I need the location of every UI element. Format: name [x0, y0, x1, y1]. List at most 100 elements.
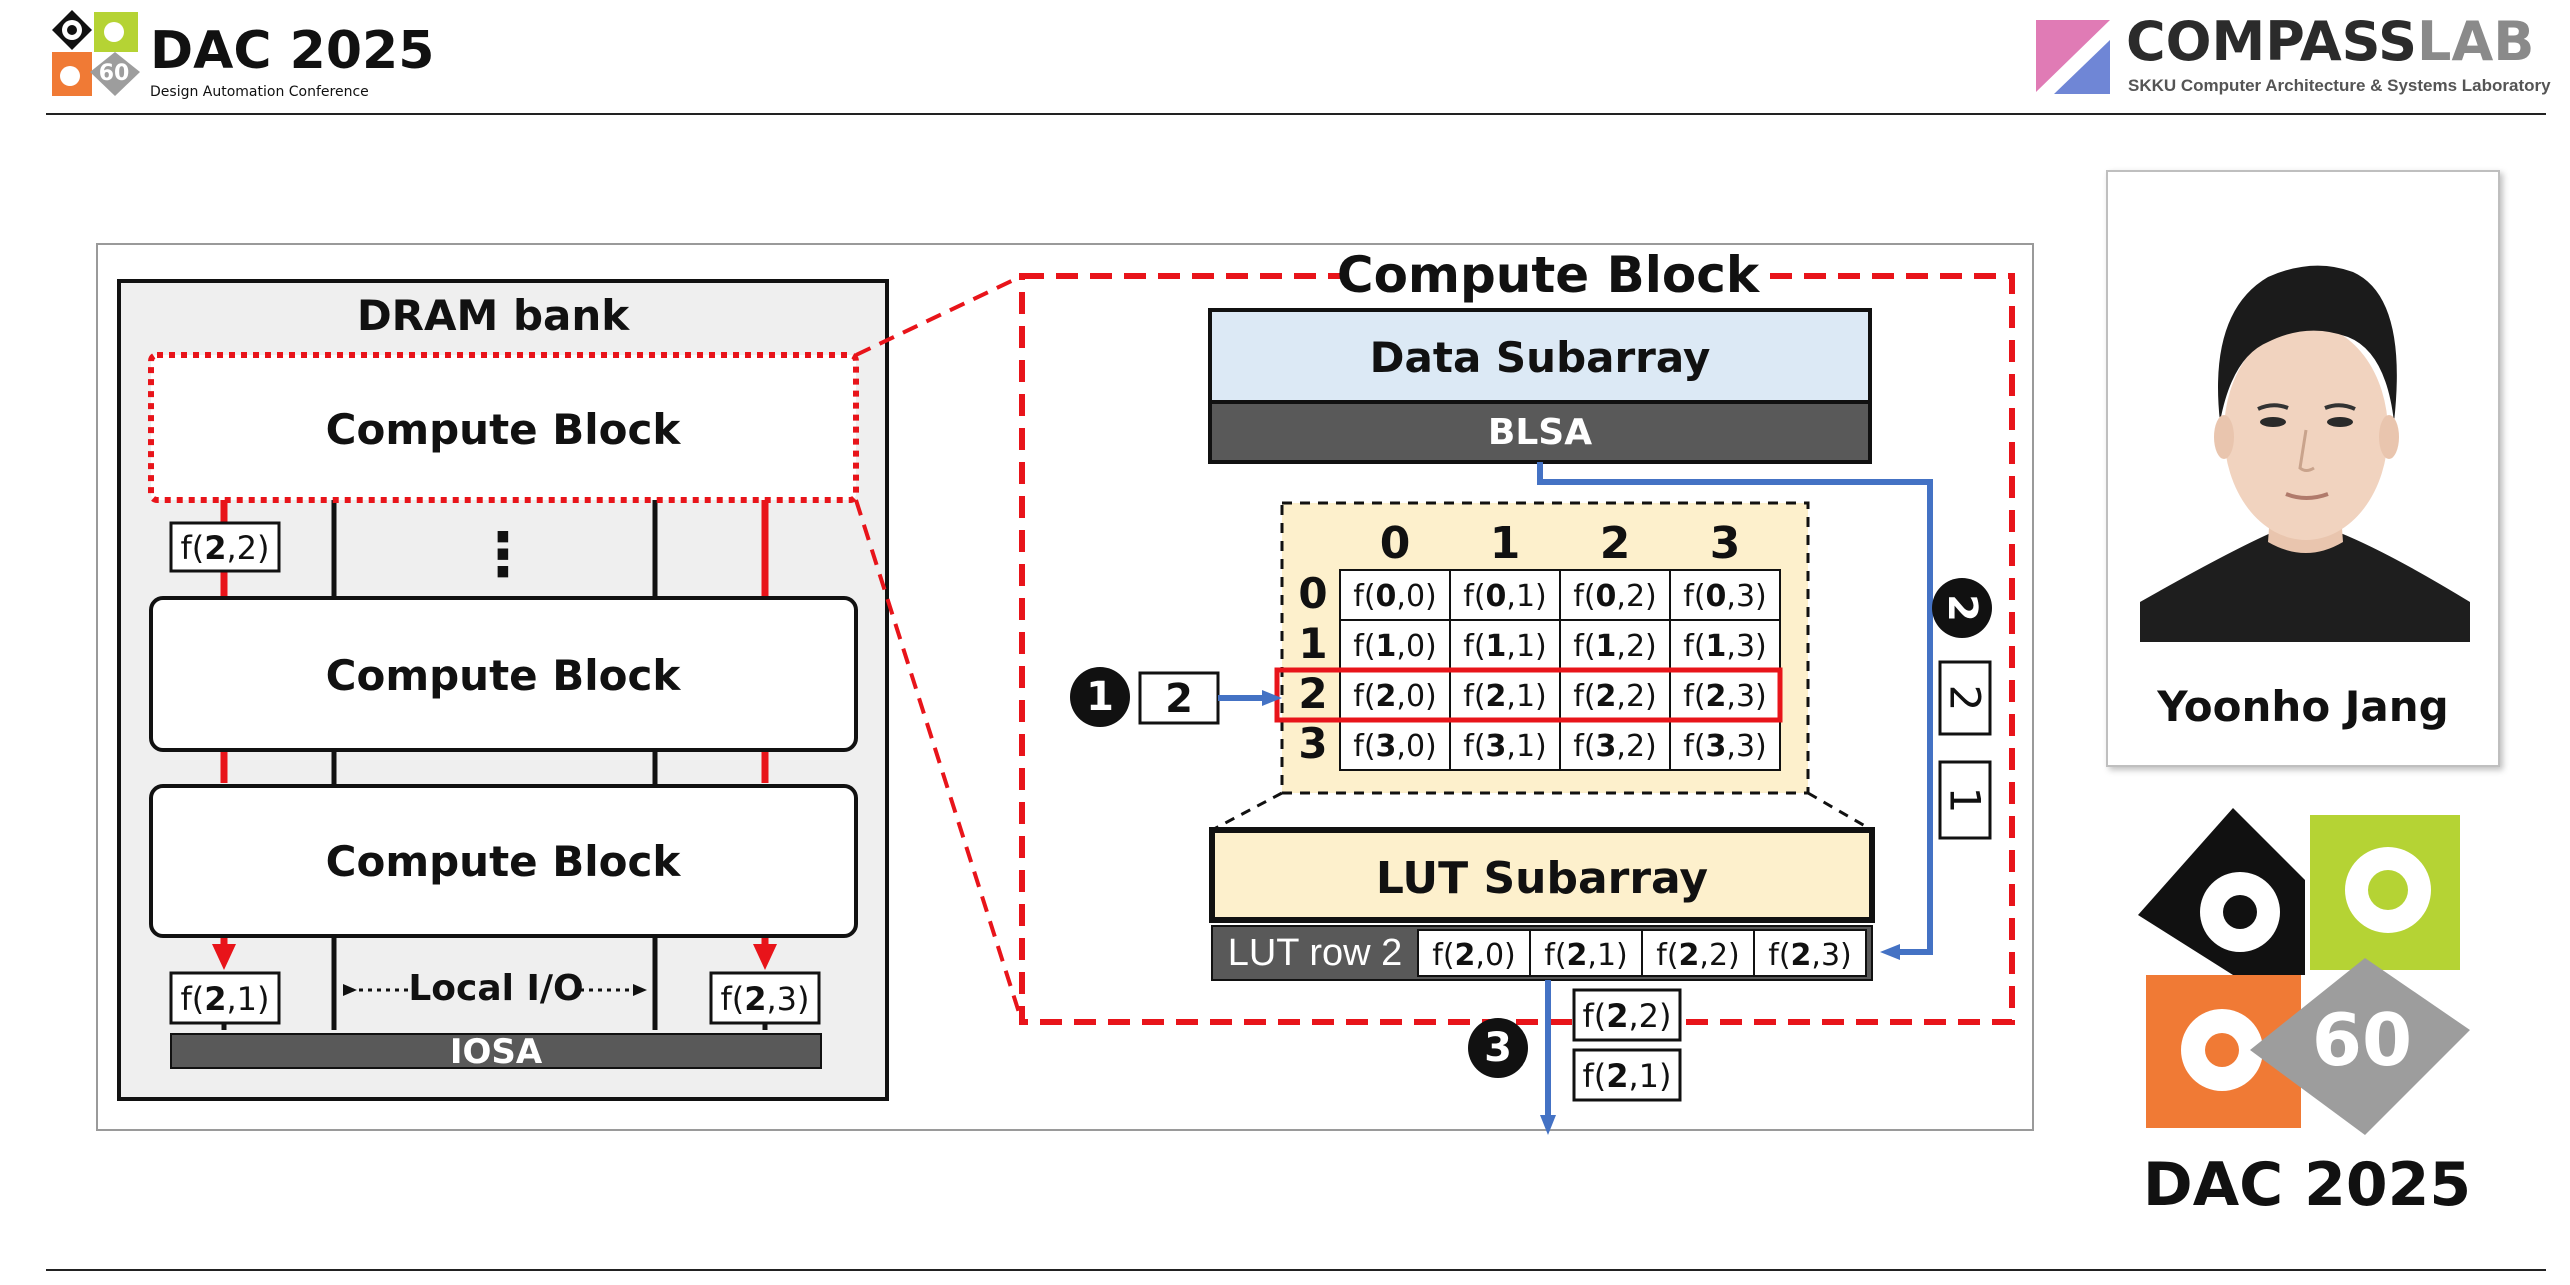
lut-row-header-1: 1 — [1298, 619, 1327, 668]
lut-cell-text-2-3: f(2,3) — [1683, 679, 1766, 714]
dac-logo-small: 60 — [52, 10, 140, 96]
step2-badge — [1932, 578, 1992, 638]
lut-row-header-2: 2 — [1298, 669, 1327, 718]
data-subarray-label: Data Subarray — [1370, 333, 1711, 382]
header: 60 DAC 2025 Design Automation Conference… — [46, 10, 2551, 115]
lut-cell-1-3 — [1669, 619, 1781, 671]
lut-row-cells: f(2,0)f(2,1)f(2,2)f(2,3) — [1417, 929, 1867, 977]
step1-badge — [1070, 667, 1130, 727]
lut-cell-text-3-1: f(3,1) — [1463, 729, 1546, 764]
lut-row-cell-3 — [1753, 929, 1867, 977]
lut-cell-0-0 — [1339, 569, 1451, 621]
local-io-label: Local I/O — [408, 968, 583, 1009]
step2-value-1: 1 — [1941, 787, 1990, 814]
bank-out-top: f(2,2) — [180, 529, 269, 567]
bank-compute-block-bottom — [149, 784, 858, 938]
row-index-path — [1537, 462, 1933, 960]
dram-bank-title: DRAM bank — [357, 291, 630, 340]
step2-value-0: 2 — [1941, 685, 1990, 712]
output-box-0 — [1572, 988, 1682, 1042]
lut-cell-text-1-3: f(1,3) — [1683, 629, 1766, 664]
dac-large-title: DAC 2025 — [2143, 1150, 2471, 1220]
lut-cell-1-0 — [1339, 619, 1451, 671]
lut-cell-text-2-2: f(2,2) — [1573, 679, 1656, 714]
dac-large-badge: 60 — [2312, 998, 2412, 1082]
lut-cell-2-2 — [1559, 669, 1671, 721]
lut-cell-2-1 — [1449, 669, 1561, 721]
lut-cell-text-3-3: f(3,3) — [1683, 729, 1766, 764]
bank-arrow-left — [212, 944, 236, 970]
compute-block-title: Compute Block — [1337, 246, 1761, 304]
iosa-bar — [170, 1033, 822, 1069]
bank-compute-block-bottom-label: Compute Block — [326, 837, 682, 886]
bank-out-right-box — [709, 971, 821, 1025]
bank-arrow-right — [753, 944, 777, 970]
output-0: f(2,2) — [1582, 997, 1671, 1035]
dac-small-badge: 60 — [99, 61, 130, 86]
step2-value-box-1 — [1938, 760, 1992, 840]
lut-cell-1-1 — [1449, 619, 1561, 671]
lut-subarray-label: LUT Subarray — [1376, 853, 1708, 904]
lab-name: COMPASSLAB — [2126, 10, 2534, 73]
lut-cell-text-0-0: f(0,0) — [1353, 579, 1436, 614]
step1-badge-label: 1 — [1086, 674, 1114, 720]
presenter-hair — [2218, 265, 2397, 422]
lut-cell-text-2-0: f(2,0) — [1353, 679, 1436, 714]
lut-row-header-0: 0 — [1298, 569, 1327, 618]
presenter-name: Yoonho Jang — [2157, 682, 2449, 731]
step1-input: 2 — [1165, 676, 1193, 722]
lut-cell-text-0-2: f(0,2) — [1573, 579, 1656, 614]
step2-badge-label: 2 — [1939, 594, 1985, 622]
lut-col-header-3: 3 — [1710, 518, 1741, 569]
conference-subtitle: Design Automation Conference — [150, 84, 369, 100]
lut-cell-0-3 — [1669, 569, 1781, 621]
zoom-line-top — [855, 274, 1023, 357]
lut-cell-text-3-0: f(3,0) — [1353, 729, 1436, 764]
lut-cell-text-2-1: f(2,1) — [1463, 679, 1546, 714]
bank-compute-block-mid-label: Compute Block — [326, 651, 682, 700]
bank-out-right: f(2,3) — [720, 980, 809, 1018]
step3-badge-label: 3 — [1484, 1025, 1512, 1071]
presenter-shirt — [2140, 532, 2470, 642]
lut-cell-text-1-2: f(1,2) — [1573, 629, 1656, 664]
lut-zoom-right — [1807, 791, 1873, 832]
lut-col-header-1: 1 — [1490, 518, 1521, 569]
step2-value-box-0 — [1938, 660, 1992, 736]
data-subarray — [1208, 308, 1872, 404]
bank-compute-block-top-label: Compute Block — [326, 405, 682, 454]
lut-row-header-3: 3 — [1298, 719, 1327, 768]
lut-row-cell-text-3: f(2,3) — [1768, 938, 1851, 973]
bank-out-left-box — [169, 971, 281, 1025]
lut-cell-0-2 — [1559, 569, 1671, 621]
lut-cell-text-0-3: f(0,3) — [1683, 579, 1766, 614]
dac-logo-large: 60 — [2138, 808, 2470, 1135]
lut-col-header-2: 2 — [1600, 518, 1631, 569]
lab-subtitle: SKKU Computer Architecture & Systems Lab… — [2128, 76, 2551, 95]
lut-cell-text-3-2: f(3,2) — [1573, 729, 1656, 764]
output-box-1 — [1572, 1048, 1682, 1102]
lut-row-cell-0 — [1417, 929, 1531, 977]
bank-out-left: f(2,1) — [180, 980, 269, 1018]
lut-cell-3-2 — [1559, 719, 1671, 771]
lut-cell-text-1-1: f(1,1) — [1463, 629, 1546, 664]
lut-cell-text-1-0: f(1,0) — [1353, 629, 1436, 664]
lut-cell-3-3 — [1669, 719, 1781, 771]
zoom-line-bottom — [854, 499, 1024, 1023]
presenter-card: Yoonho Jang — [2106, 170, 2500, 767]
lut-col-header-0: 0 — [1380, 518, 1411, 569]
bank-compute-block-top — [148, 352, 859, 503]
lut-zoom-left — [1211, 791, 1283, 832]
bank-ellipsis: ⋮ — [473, 520, 533, 590]
presenter-photo — [2140, 232, 2470, 642]
bank-compute-block-mid — [149, 596, 858, 752]
lut-cell-text-0-1: f(0,1) — [1463, 579, 1546, 614]
output-1: f(2,1) — [1582, 1057, 1671, 1095]
step3-badge — [1468, 1018, 1528, 1078]
compasslab-logo — [2036, 20, 2110, 94]
step1-input-box — [1138, 671, 1220, 725]
conference-title: DAC 2025 — [150, 21, 434, 81]
bank-out-top-box — [169, 521, 281, 573]
bank-bus-lines — [331, 500, 658, 1030]
lut-row-cell-text-1: f(2,1) — [1544, 938, 1627, 973]
